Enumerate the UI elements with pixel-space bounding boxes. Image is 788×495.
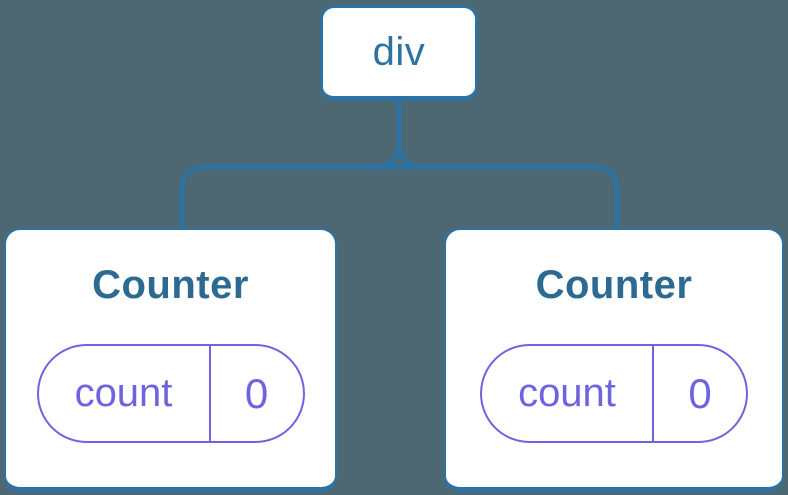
state-pill: count 0	[36, 344, 305, 443]
tree-root-node: div	[320, 5, 478, 101]
connector-rail	[179, 164, 620, 230]
component-card-left: Counter count 0	[4, 228, 337, 492]
component-title: Counter	[535, 263, 693, 307]
connector-fork-right	[396, 99, 426, 170]
component-card-right: Counter count 0	[444, 228, 784, 492]
state-value: 0	[688, 369, 712, 417]
component-title: Counter	[92, 263, 249, 307]
state-value: 0	[244, 369, 269, 417]
tree-root-label: div	[372, 29, 426, 74]
state-pill: count 0	[480, 344, 748, 443]
connector-fork-left	[372, 99, 402, 170]
state-key: count	[39, 346, 211, 441]
state-key: count	[482, 346, 654, 441]
